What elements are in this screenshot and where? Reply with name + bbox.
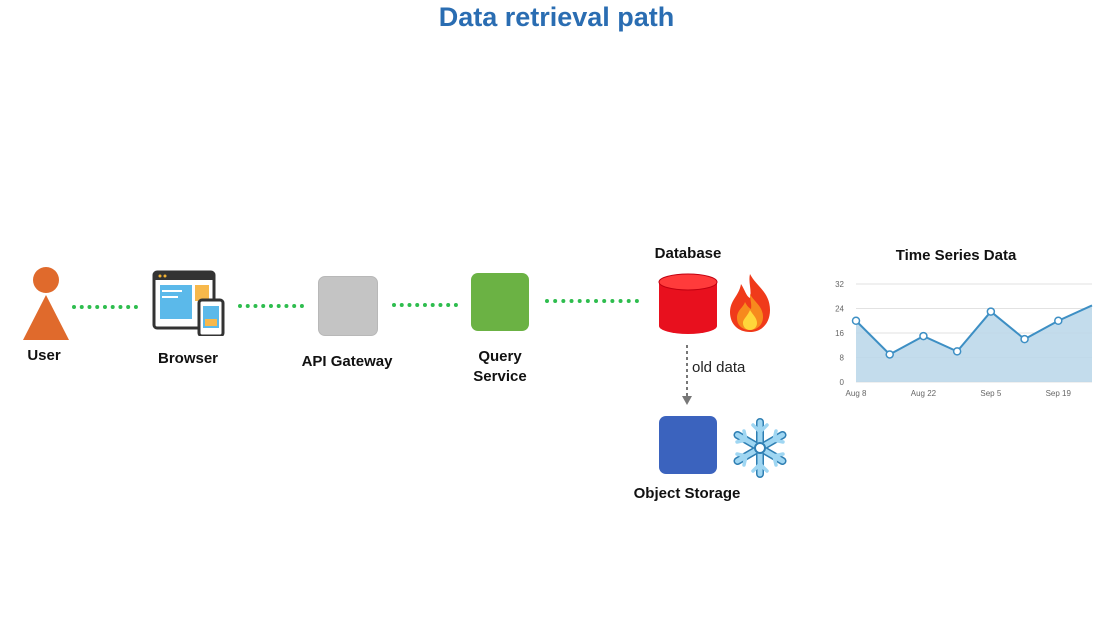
connector-browser-gateway xyxy=(238,304,304,308)
x-tick-label: Aug 22 xyxy=(911,389,937,398)
page-title: Data retrieval path xyxy=(438,2,675,32)
y-tick-label: 0 xyxy=(840,378,845,387)
data-point xyxy=(1054,316,1063,325)
query-service-box xyxy=(471,273,529,331)
series-line xyxy=(855,304,1093,356)
connector-query-database xyxy=(545,299,639,303)
y-tick-label: 16 xyxy=(835,329,844,338)
data-point xyxy=(952,347,962,356)
y-tick-label: 8 xyxy=(840,354,845,363)
data-point xyxy=(885,350,894,359)
y-tick-label: 24 xyxy=(835,305,844,314)
fire-icon xyxy=(730,274,770,332)
person-icon xyxy=(23,267,69,340)
snowflake-icon xyxy=(733,418,787,478)
api-gateway-label: API Gateway xyxy=(301,353,393,370)
database-label: Database xyxy=(654,245,722,262)
dashed-arrow-down xyxy=(682,345,692,405)
browser-devices-icon xyxy=(152,270,225,336)
object-storage-label: Object Storage xyxy=(633,485,741,502)
user-label: User xyxy=(27,347,61,364)
data-point xyxy=(1020,334,1029,344)
database-cylinder-icon xyxy=(658,273,718,334)
chart-title: Time Series Data xyxy=(895,247,1017,264)
connector-gateway-query xyxy=(392,303,458,307)
old-data-label: old data xyxy=(692,359,746,376)
api-gateway-box xyxy=(318,276,378,336)
connector-user-browser xyxy=(72,305,138,309)
x-tick-label: Sep 5 xyxy=(980,389,1001,398)
data-point xyxy=(851,316,861,325)
series-area xyxy=(856,305,1092,382)
y-tick-label: 32 xyxy=(835,280,844,289)
data-point xyxy=(986,307,996,316)
data-point xyxy=(919,331,928,341)
x-tick-label: Sep 19 xyxy=(1046,389,1072,398)
query-service-label: Query Service xyxy=(473,348,527,385)
x-tick-label: Aug 8 xyxy=(846,389,867,398)
browser-label: Browser xyxy=(157,350,219,367)
object-storage-box xyxy=(659,416,717,474)
